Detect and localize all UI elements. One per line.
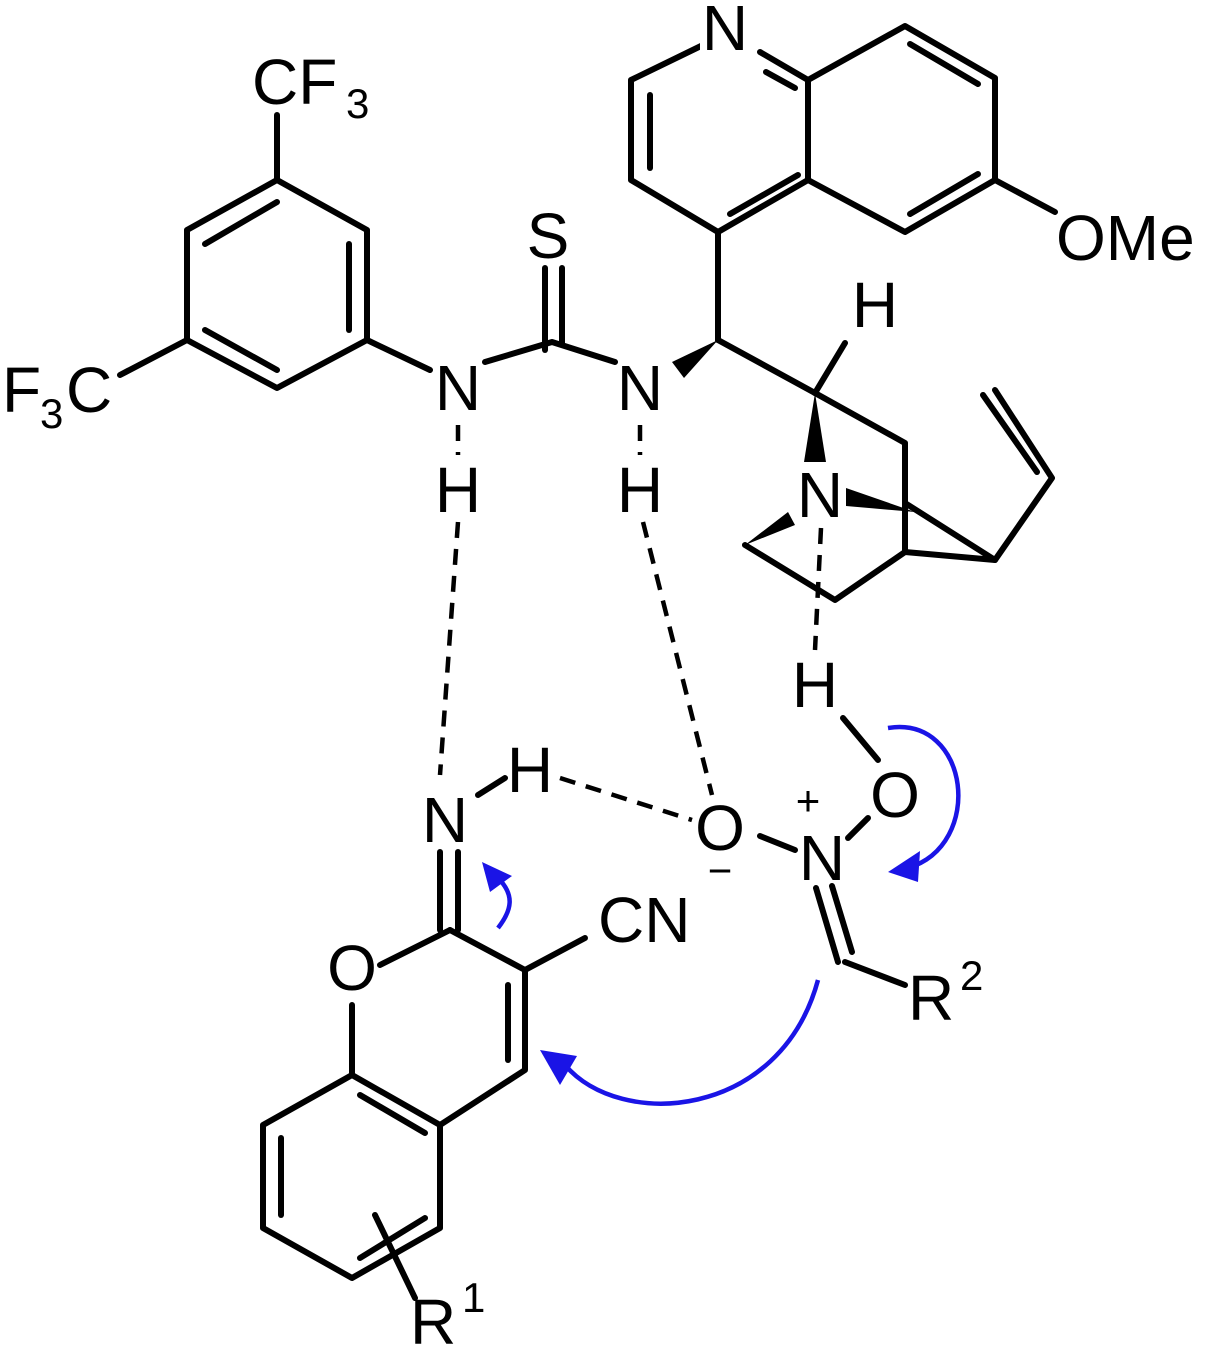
- arrowhead-oh-to-n: [888, 851, 920, 882]
- thiourea-n2-label: N: [617, 352, 663, 424]
- nitronic-h-label: H: [792, 649, 838, 721]
- hydrogen-bonds: [437, 521, 824, 823]
- hbond-nh-imine: [437, 521, 461, 776]
- wedge-n-c4: [846, 488, 915, 512]
- r1-superscript: 1: [462, 1274, 485, 1321]
- wedge-c8-n: [804, 393, 826, 462]
- arrow-bond-to-imine: [496, 876, 512, 930]
- bond-skeleton: [117, 23, 1058, 1301]
- cf3-left-f: F: [2, 354, 41, 426]
- quinuclidine-n-label: N: [797, 459, 843, 531]
- electron-arrows: [482, 724, 961, 1106]
- thiourea-h1-label: H: [435, 454, 481, 526]
- thiourea-h2-label: H: [617, 454, 663, 526]
- hbond-imine-h-oxygen: [559, 775, 693, 823]
- wedge-c9-n: [672, 340, 718, 378]
- chromene-o-label: O: [327, 932, 377, 1004]
- arrow-oh-to-n: [887, 724, 961, 871]
- atom-labels: N OMe CF 3 F 3 C S N N H H H N H O N + O…: [2, 0, 1195, 1358]
- nitronic-o-label: O: [870, 759, 920, 831]
- quinoline-n-label: N: [702, 0, 748, 64]
- r1-label: R: [410, 1286, 456, 1358]
- cf3-left-c: C: [66, 354, 112, 426]
- nitronate-n-label: N: [799, 822, 845, 894]
- plus-charge: +: [796, 777, 821, 824]
- cf3-left-subscript: 3: [40, 390, 63, 437]
- arrowhead-bond-to-imine: [482, 862, 512, 892]
- wedge-n-c2: [745, 512, 795, 545]
- minus-charge: −: [708, 847, 733, 894]
- hbond-n-oh: [812, 527, 824, 651]
- stereo-wedges: [672, 340, 915, 545]
- imine-n-label: N: [422, 784, 468, 856]
- thiourea-n1-label: N: [435, 352, 481, 424]
- bridgehead-h-label: H: [852, 269, 898, 341]
- nitronate-o-minus-label: O: [695, 792, 745, 864]
- r2-label: R: [908, 962, 954, 1034]
- cf3-top-subscript: 3: [346, 80, 369, 127]
- arrow-cn-to-chromene: [563, 979, 821, 1106]
- cyano-label: CN: [598, 884, 690, 956]
- cf3-top-label: CF: [252, 46, 337, 118]
- r2-superscript: 2: [960, 952, 983, 999]
- thiocarbonyl-s-label: S: [527, 200, 570, 272]
- imine-h-label: H: [507, 734, 553, 806]
- arrowhead-cn-to-chromene: [540, 1050, 577, 1085]
- hbond-nh-oxygen: [640, 521, 715, 796]
- methoxy-label: OMe: [1056, 202, 1195, 274]
